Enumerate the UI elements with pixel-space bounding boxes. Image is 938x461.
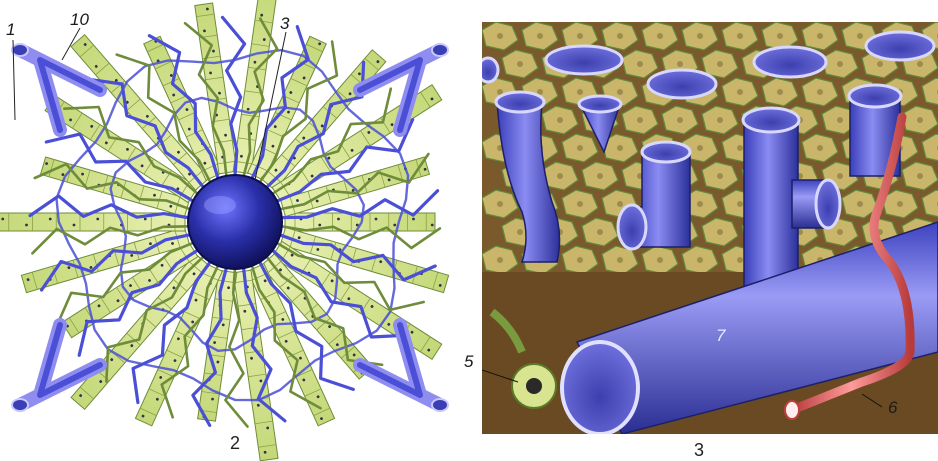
label-10: 10 xyxy=(70,10,89,30)
vessel-diagram: 5 7 6 xyxy=(482,22,938,434)
label-3: 3 xyxy=(280,14,289,34)
figure-number-2: 2 xyxy=(230,433,240,454)
label-6: 6 xyxy=(888,398,897,418)
cone-vessel-opening xyxy=(579,96,621,112)
lobule-diagram: 1 10 3 2 xyxy=(0,0,470,461)
t-vessel-top-opening xyxy=(743,108,799,132)
bile-duct-lumen xyxy=(526,378,542,394)
hepatic-artery-opening xyxy=(785,401,799,419)
right-vessel-opening xyxy=(849,85,901,107)
central-vein xyxy=(188,175,282,269)
label-1: 1 xyxy=(6,20,15,40)
label-5: 5 xyxy=(464,352,473,372)
t-vessel-side-opening xyxy=(816,180,840,228)
portal-vein-opening xyxy=(562,342,638,434)
label-7: 7 xyxy=(716,326,725,346)
elbow-vessel-top-opening xyxy=(642,142,690,162)
curved-vessel-opening xyxy=(496,92,544,112)
lobule-illustration xyxy=(0,0,470,461)
elbow-vessel-side-opening xyxy=(618,205,646,249)
central-vein-highlight xyxy=(204,196,236,214)
figure-number-3: 3 xyxy=(694,440,704,461)
vessel-illustration xyxy=(482,22,938,434)
